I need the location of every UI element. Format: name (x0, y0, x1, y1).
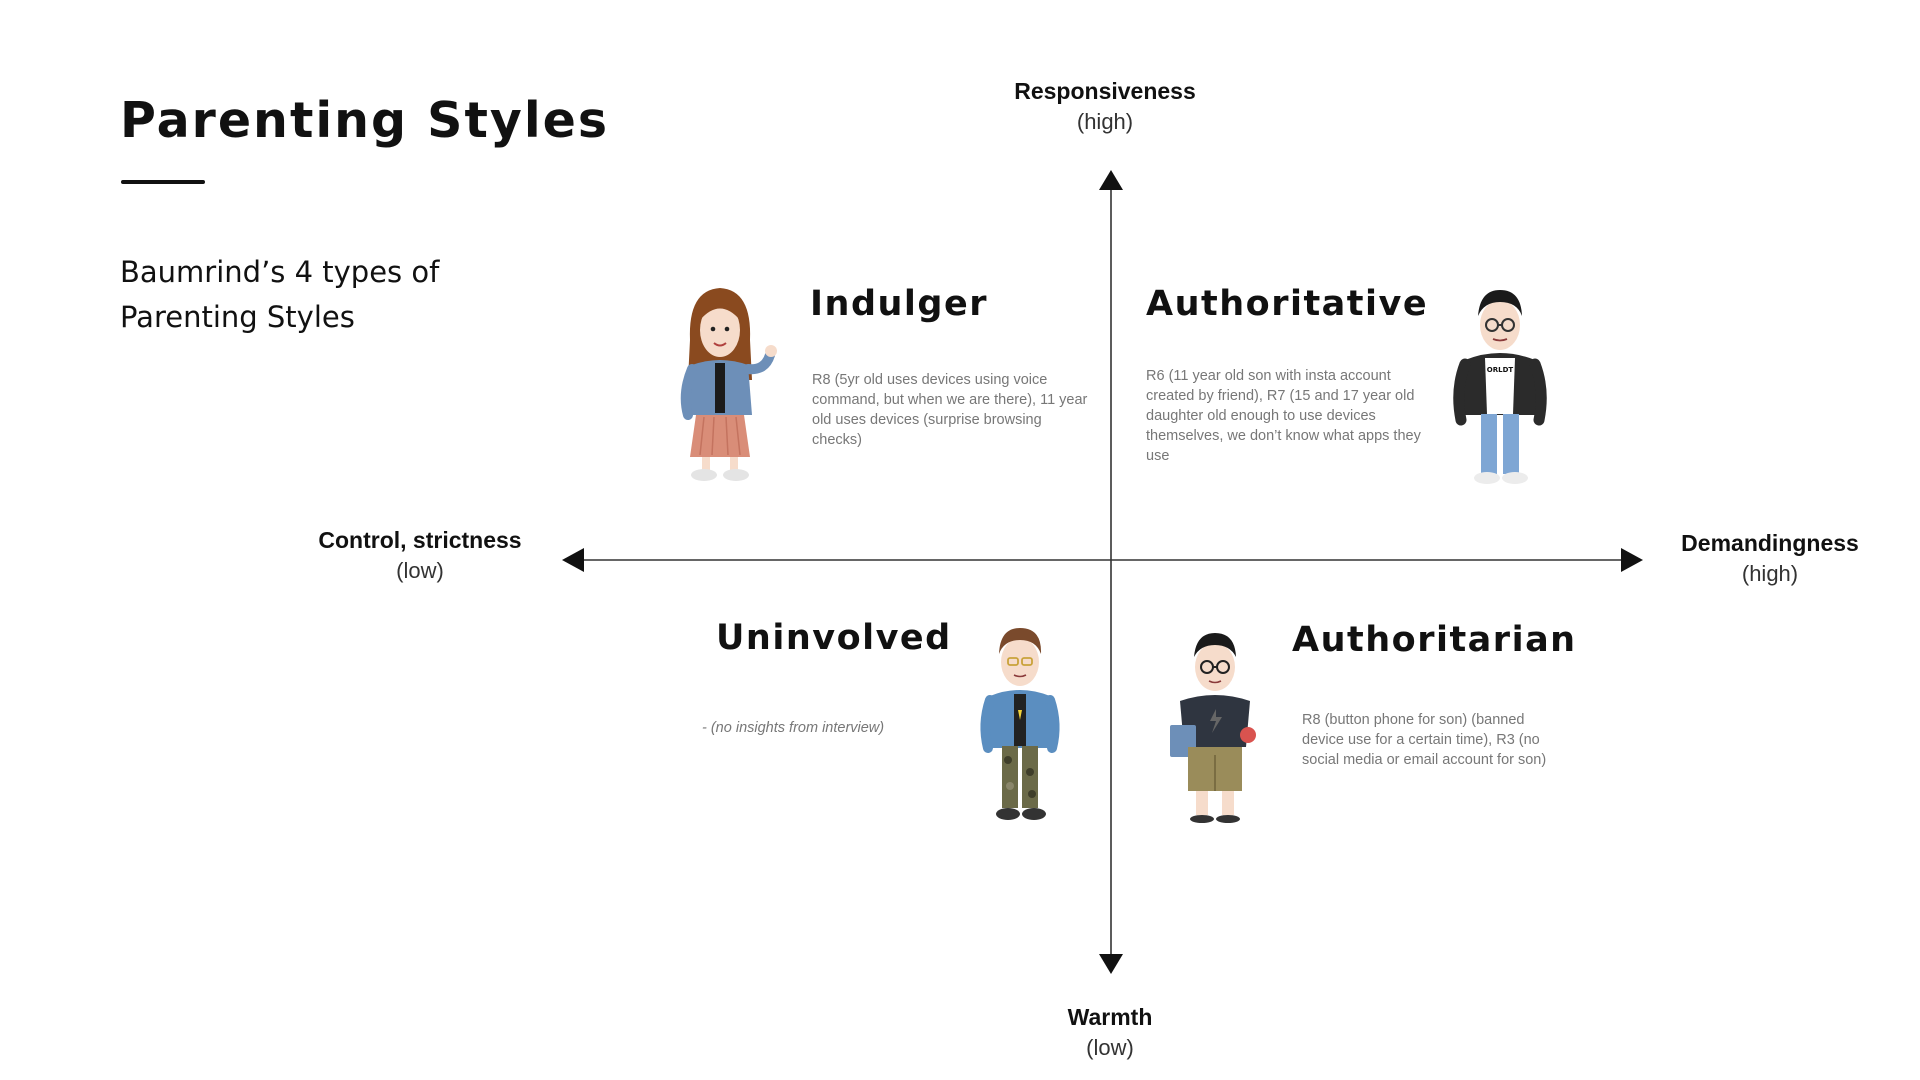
arrow-down-icon (1099, 954, 1123, 974)
quadrant-note-authoritative: R6 (11 year old son with insta account c… (1146, 368, 1421, 464)
indulger-avatar (680, 288, 777, 481)
axis-label-right: Demandingness (high) (1650, 530, 1890, 587)
axis-label-left: Control, strictness (low) (290, 527, 550, 584)
axis-level: (low) (396, 558, 444, 583)
shirt-text: ORLDT (1487, 366, 1514, 374)
title-underline (121, 180, 205, 184)
axis-label-bottom: Warmth (low) (980, 1004, 1240, 1061)
arrow-left-icon (562, 548, 584, 572)
axis-name: Control, strictness (318, 527, 522, 553)
uninvolved-avatar (980, 628, 1060, 820)
arrow-up-icon (1099, 170, 1123, 190)
authoritarian-avatar (1170, 633, 1256, 823)
axis-level: (low) (1086, 1035, 1134, 1060)
quadrant-note-uninvolved: - (no insights from interview) (702, 720, 885, 736)
quadrant-note-authoritarian: R8 (button phone for son) (banned device… (1302, 712, 1547, 768)
axis-name: Warmth (1067, 1004, 1153, 1030)
quadrant-heading-uninvolved: Uninvolved (716, 618, 952, 658)
quadrant-heading-authoritarian: Authoritarian (1292, 620, 1577, 660)
axis-level: (high) (1076, 109, 1134, 134)
page-title: Parenting Styles (120, 92, 610, 149)
axis-label-top: Responsiveness (high) (970, 78, 1240, 135)
authoritative-avatar: ORLDT (1453, 290, 1547, 484)
quadrant-heading-authoritative: Authoritative (1146, 284, 1429, 324)
axis-level: (high) (1741, 561, 1799, 586)
axis-name: Demandingness (1681, 530, 1859, 556)
axis-name: Responsiveness (1014, 78, 1196, 104)
arrow-right-icon (1621, 548, 1643, 572)
subtitle: Baumrind’s 4 types of Parenting Styles (120, 255, 440, 334)
quadrant-heading-indulger: Indulger (810, 284, 988, 324)
quadrant-note-indulger: R8 (5yr old uses devices using voice com… (812, 372, 1088, 448)
